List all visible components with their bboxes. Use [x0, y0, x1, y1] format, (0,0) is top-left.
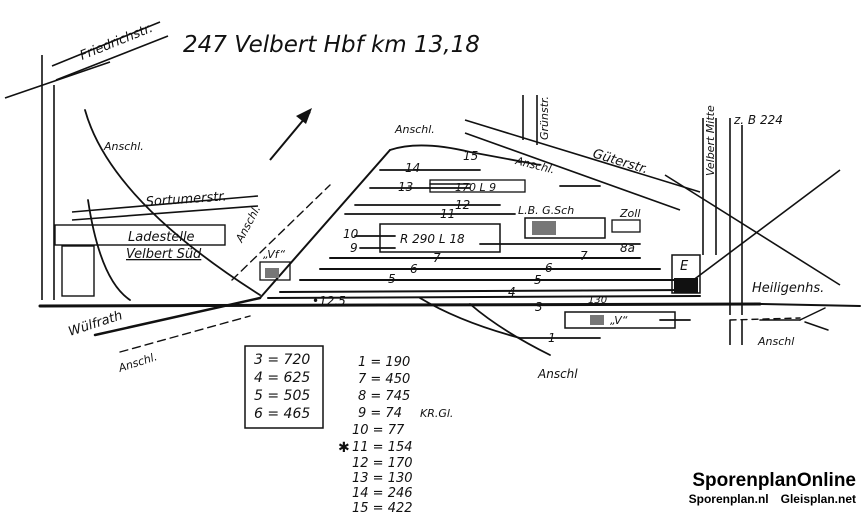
track-number: 7 — [580, 249, 588, 263]
track-number: 6 — [545, 261, 553, 275]
length-entry: 9 = 74 — [358, 406, 402, 421]
anschl-label: Anschl — [757, 335, 794, 348]
length-entry: 8 = 745 — [358, 389, 410, 404]
label-sortumerstr: Sortumerstr. — [145, 189, 227, 210]
krgl-note: KR.Gl. — [420, 407, 453, 420]
plan-title: 247 Velbert Hbf km 13,18 — [183, 32, 480, 58]
track-number: 15 — [463, 149, 478, 163]
brand-name: SporenplanOnline — [692, 470, 856, 491]
anschl-label: Anschl. — [103, 140, 144, 153]
length-table-other: 1 = 190 7 = 450 8 = 745 9 = 74 10 = 77 1… — [338, 355, 453, 516]
track-number-labels: 1 3 4 5 5 6 6 7 7 8a 9 10 11 12 13 14 15… — [312, 149, 635, 345]
label-velbert-mitte: Velbert Mitte — [704, 105, 717, 176]
label-gueterstr: Güterstr. — [591, 146, 650, 177]
track-number: 7 — [433, 251, 441, 265]
label-velbert-sued: Velbert Süd — [126, 247, 202, 262]
track-number: 130 — [588, 295, 607, 306]
brand-watermark: SporenplanOnline Sporenplan.nl Gleisplan.… — [689, 470, 856, 506]
label-r-box: R 290 L 18 — [400, 232, 465, 246]
star-marker: ✱ — [338, 440, 350, 456]
track-number: 10 — [343, 227, 359, 241]
track-number: 5 — [534, 273, 542, 287]
track-number: 11 — [440, 207, 455, 221]
track-number: 14 — [405, 161, 420, 175]
track-number: 9 — [350, 241, 358, 255]
buildings — [61, 179, 701, 329]
track-number: •12.5 — [312, 294, 346, 308]
track-number: 8a — [620, 241, 635, 255]
length-entry: 6 = 465 — [254, 406, 310, 422]
track-number: 5 — [388, 272, 396, 286]
label-b224: z. B 224 — [733, 113, 783, 127]
length-entry: 7 = 450 — [358, 372, 410, 387]
track-number: 12 — [455, 198, 470, 212]
anschl-label: Anschl — [537, 367, 578, 381]
length-entry: 14 = 246 — [352, 486, 413, 501]
length-entry: 3 = 720 — [254, 352, 310, 368]
label-e-box: E — [680, 259, 689, 274]
label-ladestelle: Ladestelle — [128, 230, 195, 245]
anschl-label: Anschl. — [233, 203, 264, 245]
track-number: 3 — [535, 300, 543, 314]
length-entry: 12 = 170 — [352, 456, 413, 471]
track-number: 6 — [410, 262, 418, 276]
brand-site-2: Gleisplan.net — [780, 492, 856, 506]
length-entry: 1 = 190 — [358, 355, 410, 370]
track-number: 4 — [508, 285, 516, 299]
anschl-label: Anschl. — [394, 123, 435, 136]
length-entry: 4 = 625 — [254, 370, 310, 386]
anschl-label: Anschl. — [116, 350, 159, 375]
track-number: 1 — [548, 331, 556, 345]
label-v-box: „V“ — [610, 314, 628, 327]
label-lb-gsch: L.B. G.Sch — [518, 204, 574, 217]
track-number: 13 — [398, 180, 413, 194]
length-entry: 11 = 154 — [352, 440, 413, 455]
label-gruenstr: Grünstr. — [538, 96, 551, 140]
label-zoll: Zoll — [619, 207, 640, 220]
length-entry: 5 = 505 — [254, 388, 310, 404]
streets — [4, 21, 841, 345]
brand-site-1: Sporenplan.nl — [688, 492, 769, 506]
label-heiligenhs: Heiligenhs. — [752, 281, 824, 296]
length-entry: 10 = 77 — [352, 423, 405, 438]
length-entry: 13 = 130 — [352, 471, 413, 486]
length-entry: 15 = 422 — [352, 501, 413, 516]
north-arrow-icon — [269, 108, 312, 161]
label-vf: „Vf“ — [263, 248, 285, 261]
brand-sites: Sporenplan.nl Gleisplan.net — [689, 492, 856, 506]
label-friedrichstr: Friedrichstr. — [78, 21, 155, 64]
length-table-main: 3 = 720 4 = 625 5 = 505 6 = 465 — [244, 345, 324, 429]
tracks — [38, 109, 861, 356]
label-l9: 170 L 9 — [455, 181, 496, 194]
